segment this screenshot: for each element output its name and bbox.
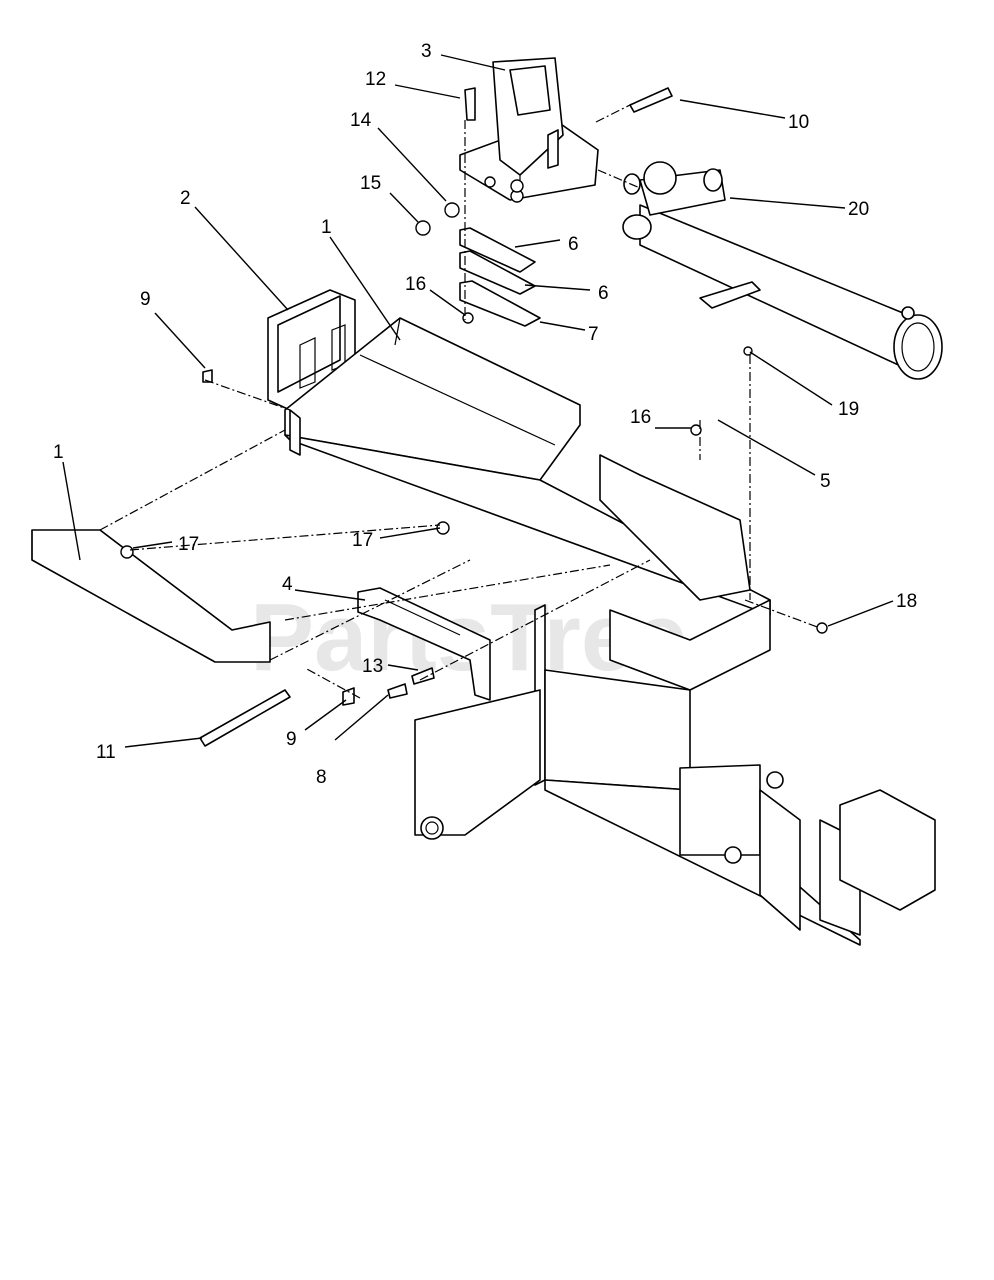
nut[interactable] [816,622,828,634]
frame-assembly[interactable] [414,454,936,946]
hex-nut[interactable] [120,545,134,559]
callout-16-upper: 16 [405,274,426,295]
callout-3: 3 [421,41,432,62]
long-bolt[interactable] [199,689,291,747]
bolt[interactable] [387,683,408,699]
small-bracket[interactable] [699,281,761,309]
callout-6-upper: 6 [568,234,579,255]
callout-5: 5 [820,471,831,492]
callout-7: 7 [588,324,599,345]
wedge-plate-upper[interactable] [459,227,536,273]
wedge-plate-lower[interactable] [459,250,536,295]
callout-20: 20 [848,199,869,220]
nut[interactable] [690,424,702,436]
callout-9-lower: 9 [286,729,297,750]
bolt[interactable] [411,667,435,685]
assembly-centerlines [99,103,821,699]
callout-1-beam: 1 [321,217,332,238]
callout-2: 2 [180,188,191,209]
callout-18: 18 [896,591,917,612]
callout-13: 13 [362,656,383,677]
washer[interactable] [444,202,460,218]
hydraulic-cylinder[interactable] [622,161,943,380]
callout-17-center: 17 [352,530,373,551]
callout-16-lower: 16 [630,407,651,428]
leader-lines [62,54,894,748]
nut[interactable] [743,346,753,356]
wedge-assembly[interactable] [459,57,599,203]
callout-19: 19 [838,399,859,420]
callout-1-rail: 1 [53,442,64,463]
bolt[interactable] [464,87,476,121]
callout-6-lower: 6 [598,283,609,304]
callout-9-upper: 9 [140,289,151,310]
pin[interactable] [629,87,673,113]
carriage-bolt[interactable] [342,687,355,706]
carriage-bolt[interactable] [202,369,213,383]
callout-labels: 3 12 10 14 15 2 20 1 6 16 6 9 7 19 16 1 … [53,41,917,788]
nut[interactable] [415,220,431,236]
callout-10: 10 [788,112,809,133]
callout-8: 8 [316,767,327,788]
callout-15: 15 [360,173,381,194]
callout-14: 14 [350,110,372,131]
guide-bracket[interactable] [357,587,491,701]
callout-17-left: 17 [178,534,199,555]
callout-4: 4 [282,574,293,595]
wedge-base-plate[interactable] [459,280,541,327]
callout-12: 12 [365,69,386,90]
callout-11: 11 [96,742,116,763]
side-rail[interactable] [31,529,271,663]
